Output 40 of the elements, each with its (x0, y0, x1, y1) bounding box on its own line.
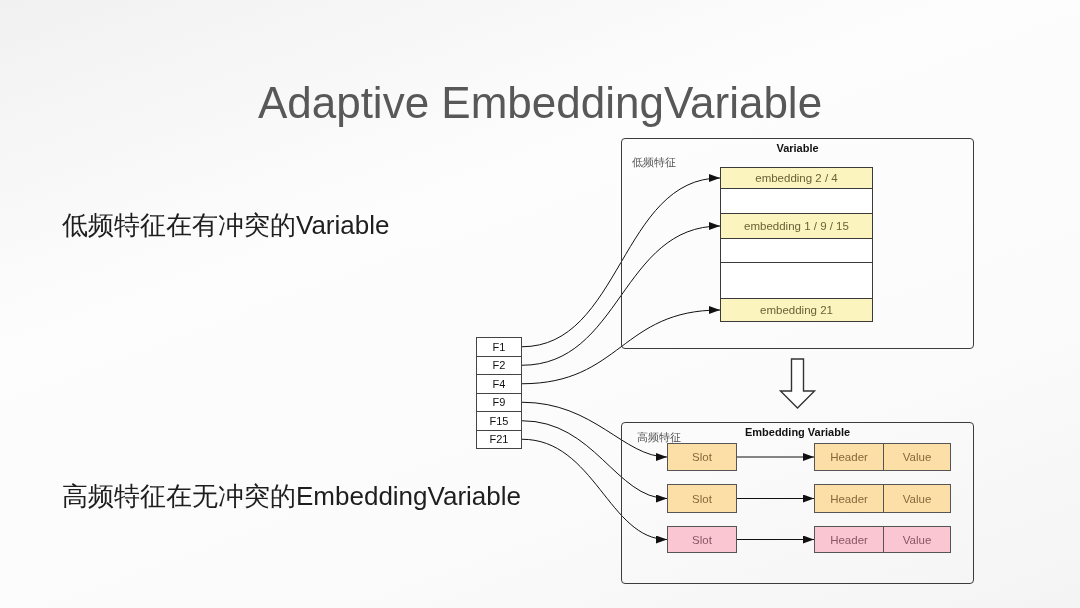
arrow (521, 401, 668, 460)
arrow (521, 438, 668, 542)
table-cell: F15 (476, 411, 522, 431)
header-box: Header (814, 484, 884, 513)
slot-box: Slot (667, 443, 737, 471)
slot-box: Slot (667, 484, 737, 513)
text-label: 高频特征在无冲突的EmbeddingVariable (62, 480, 521, 512)
arrow (736, 453, 815, 461)
panel-label: 低频特征 (632, 155, 676, 170)
title: Adaptive EmbeddingVariable (256, 79, 824, 127)
arrow (736, 535, 815, 544)
arrow (521, 420, 668, 502)
panel-title: Embedding Variable (744, 426, 851, 438)
arrow (521, 175, 721, 348)
block-arrow (778, 358, 817, 409)
slot-box: Slot (667, 526, 737, 553)
header-box: Header (814, 526, 884, 553)
panel (621, 422, 974, 584)
value-box: Value (883, 526, 951, 553)
table-row: embedding 1 / 9 / 15 (720, 213, 873, 239)
value-box: Value (883, 443, 951, 471)
panel-title: Variable (776, 142, 819, 154)
text-label: 低频特征在有冲突的Variable (62, 209, 390, 241)
arrow (521, 306, 721, 385)
table-row: embedding 21 (720, 298, 873, 322)
empty-row (720, 262, 873, 299)
panel-label: 高频特征 (637, 430, 681, 445)
table-cell: F9 (476, 392, 522, 412)
empty-row (720, 238, 873, 263)
table-cell: F1 (476, 337, 522, 357)
table-cell: F2 (476, 355, 522, 375)
panel (621, 138, 974, 349)
header-box: Header (814, 443, 884, 471)
arrow (736, 494, 815, 503)
empty-row (720, 188, 873, 214)
table-cell: F4 (476, 374, 522, 394)
value-box: Value (883, 484, 951, 513)
arrow (521, 223, 721, 366)
table-row: embedding 2 / 4 (720, 167, 873, 189)
table-cell: F21 (476, 429, 522, 449)
